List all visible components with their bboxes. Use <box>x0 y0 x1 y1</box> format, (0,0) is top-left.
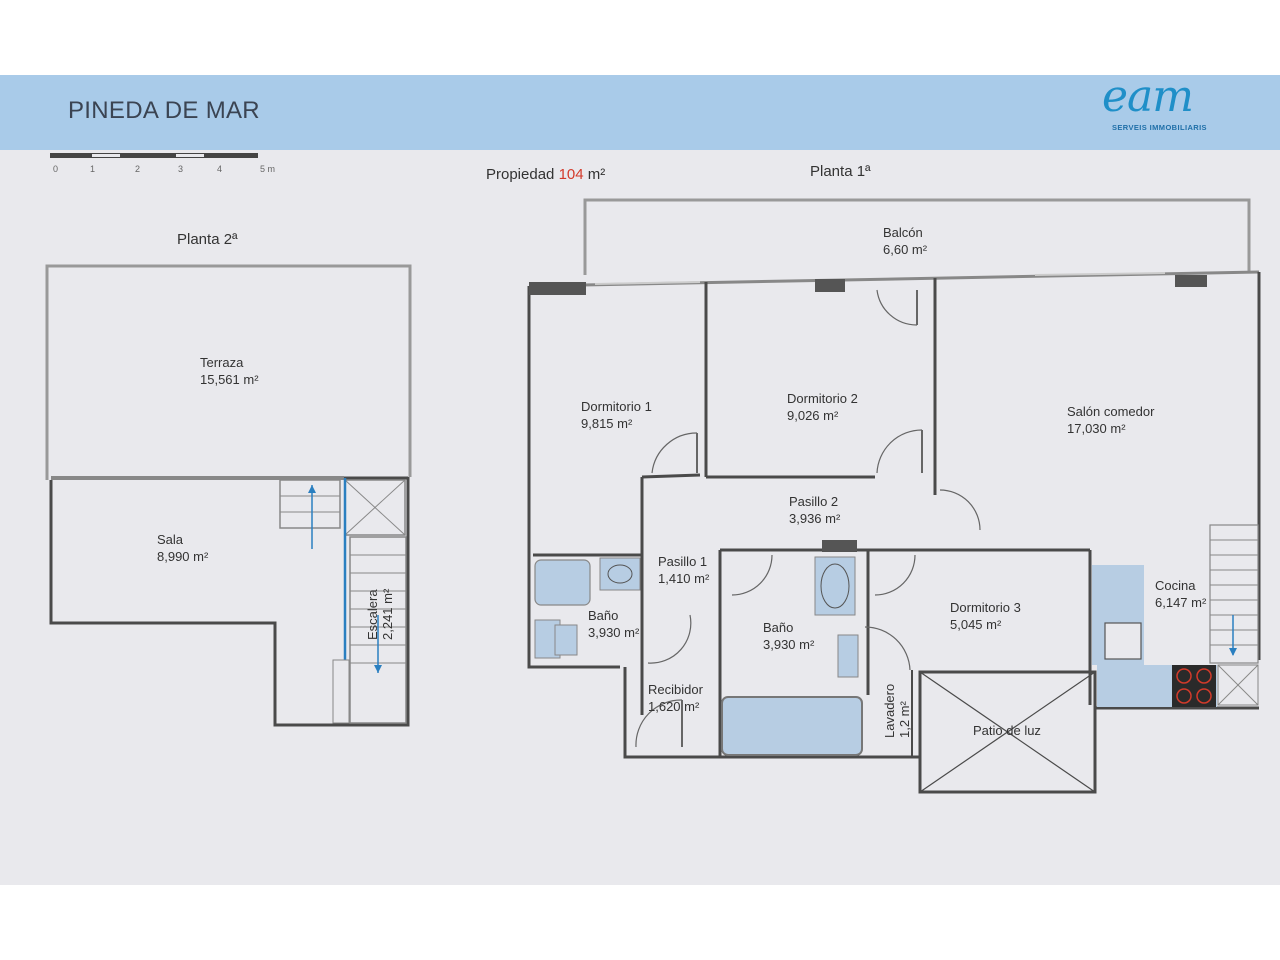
header-band: PINEDA DE MAR eam SERVEIS IMMOBILIARIS <box>0 71 1280 150</box>
scale-tick-4: 4 <box>217 164 222 174</box>
room-name-cocina: Cocina <box>1155 578 1196 593</box>
scale-tick-5: 5 m <box>260 164 275 174</box>
scale-tick-3: 3 <box>178 164 183 174</box>
scale-tick-1: 1 <box>90 164 95 174</box>
upper-stair-block <box>279 479 341 529</box>
door-swing-bath1 <box>647 614 692 664</box>
planta-1-labels: Balcón 6,60 m² Dormitorio 1 9,815 m² Dor… <box>581 225 1207 738</box>
room-name-balcon: Balcón <box>883 225 923 240</box>
room-name-dormitorio-2: Dormitorio 2 <box>787 391 858 406</box>
room-name-sala: Sala <box>157 532 184 547</box>
escalera-flight <box>349 536 407 724</box>
room-name-pasillo-1: Pasillo 1 <box>658 554 707 569</box>
planta-1-plan <box>527 198 1261 794</box>
planta-2-labels: Terraza 15,561 m² Sala 8,990 m² Escalera… <box>157 355 395 640</box>
room-area-dormitorio-3: 5,045 m² <box>950 617 1002 632</box>
room-name-lavadero: Lavadero <box>882 684 897 738</box>
room-area-cocina: 6,147 m² <box>1155 595 1207 610</box>
bathtub <box>721 696 863 756</box>
patio-de-luz <box>918 670 1097 794</box>
room-name-bano-2: Baño <box>763 620 793 635</box>
balcon-outline <box>583 198 1251 275</box>
door-swing-salon <box>939 489 981 531</box>
washbasin-2 <box>814 556 856 616</box>
room-area-escalera: 2,241 m² <box>380 588 395 640</box>
stair-flight-kitchen <box>1209 524 1259 664</box>
room-name-pasillo-2: Pasillo 2 <box>789 494 838 509</box>
floor-plan-drawing: 0 1 2 3 4 5 m <box>45 153 1261 794</box>
room-area-bano-2: 3,930 m² <box>763 637 815 652</box>
window-salon <box>1034 272 1166 276</box>
room-area-terraza: 15,561 m² <box>200 372 259 387</box>
floor-plan-sheet: PINEDA DE MAR eam SERVEIS IMMOBILIARIS 0… <box>0 71 1280 885</box>
kitchen-sink <box>1104 622 1142 660</box>
logo-mark: eam <box>1102 71 1194 122</box>
company-logo: eam SERVEIS IMMOBILIARIS <box>1100 71 1230 137</box>
planta-2-heading: Planta 2ª <box>177 231 238 248</box>
door-swing-dorm2 <box>876 429 923 474</box>
room-area-dormitorio-1: 9,815 m² <box>581 416 633 431</box>
door-swing-dorm1 <box>651 432 698 474</box>
room-area-salon-comedor: 17,030 m² <box>1067 421 1126 436</box>
radiator-3 <box>1175 275 1207 287</box>
room-name-patio-de-luz: Patio de luz <box>973 723 1041 738</box>
property-area: Propiedad 104 m² <box>486 166 605 183</box>
washbasin-1 <box>599 557 641 591</box>
room-area-lavadero: 1,2 m² <box>897 700 912 738</box>
outer-wall-left <box>527 286 620 669</box>
room-area-recibidor: 1,620 m² <box>648 699 700 714</box>
shower-tray-1 <box>534 559 591 606</box>
room-name-dormitorio-3: Dormitorio 3 <box>950 600 1021 615</box>
property-label: Propiedad <box>486 166 555 183</box>
window-dorm1 <box>594 281 701 285</box>
room-area-dormitorio-2: 9,026 m² <box>787 408 839 423</box>
planta-2-plan <box>45 264 412 727</box>
room-name-dormitorio-1: Dormitorio 1 <box>581 399 652 414</box>
room-name-terraza: Terraza <box>200 355 244 370</box>
door-swing-bath2 <box>731 554 773 596</box>
sala-walls <box>49 477 410 727</box>
property-unit: m² <box>587 166 606 183</box>
room-name-bano-1: Baño <box>588 608 618 623</box>
door-swing-lavadero <box>864 626 911 671</box>
scale-tick-0: 0 <box>53 164 58 174</box>
radiator-2 <box>815 279 845 292</box>
room-area-sala: 8,990 m² <box>157 549 209 564</box>
room-area-pasillo-2: 3,936 m² <box>789 511 841 526</box>
room-name-escalera: Escalera <box>365 589 380 640</box>
property-value: 104 <box>558 166 584 183</box>
radiator-1 <box>529 282 586 295</box>
room-area-balcon: 6,60 m² <box>883 242 928 257</box>
toilet-2 <box>837 634 859 678</box>
room-area-pasillo-1: 1,410 m² <box>658 571 710 586</box>
room-name-recibidor: Recibidor <box>648 682 704 697</box>
scale-bar: 0 1 2 3 4 5 m <box>50 153 275 174</box>
room-name-salon-comedor: Salón comedor <box>1067 404 1155 419</box>
terraza-outline <box>45 264 412 480</box>
page-title: PINEDA DE MAR <box>68 97 260 124</box>
door-swing-dorm3 <box>874 554 916 596</box>
door-swing-balcony <box>876 289 918 326</box>
planta-1-heading: Planta 1ª <box>810 163 871 180</box>
scale-tick-2: 2 <box>135 164 140 174</box>
cooktop <box>1172 665 1216 707</box>
room-area-bano-1: 3,930 m² <box>588 625 640 640</box>
logo-subtitle: SERVEIS IMMOBILIARIS <box>1112 123 1207 132</box>
door-swing-entry <box>635 699 683 748</box>
